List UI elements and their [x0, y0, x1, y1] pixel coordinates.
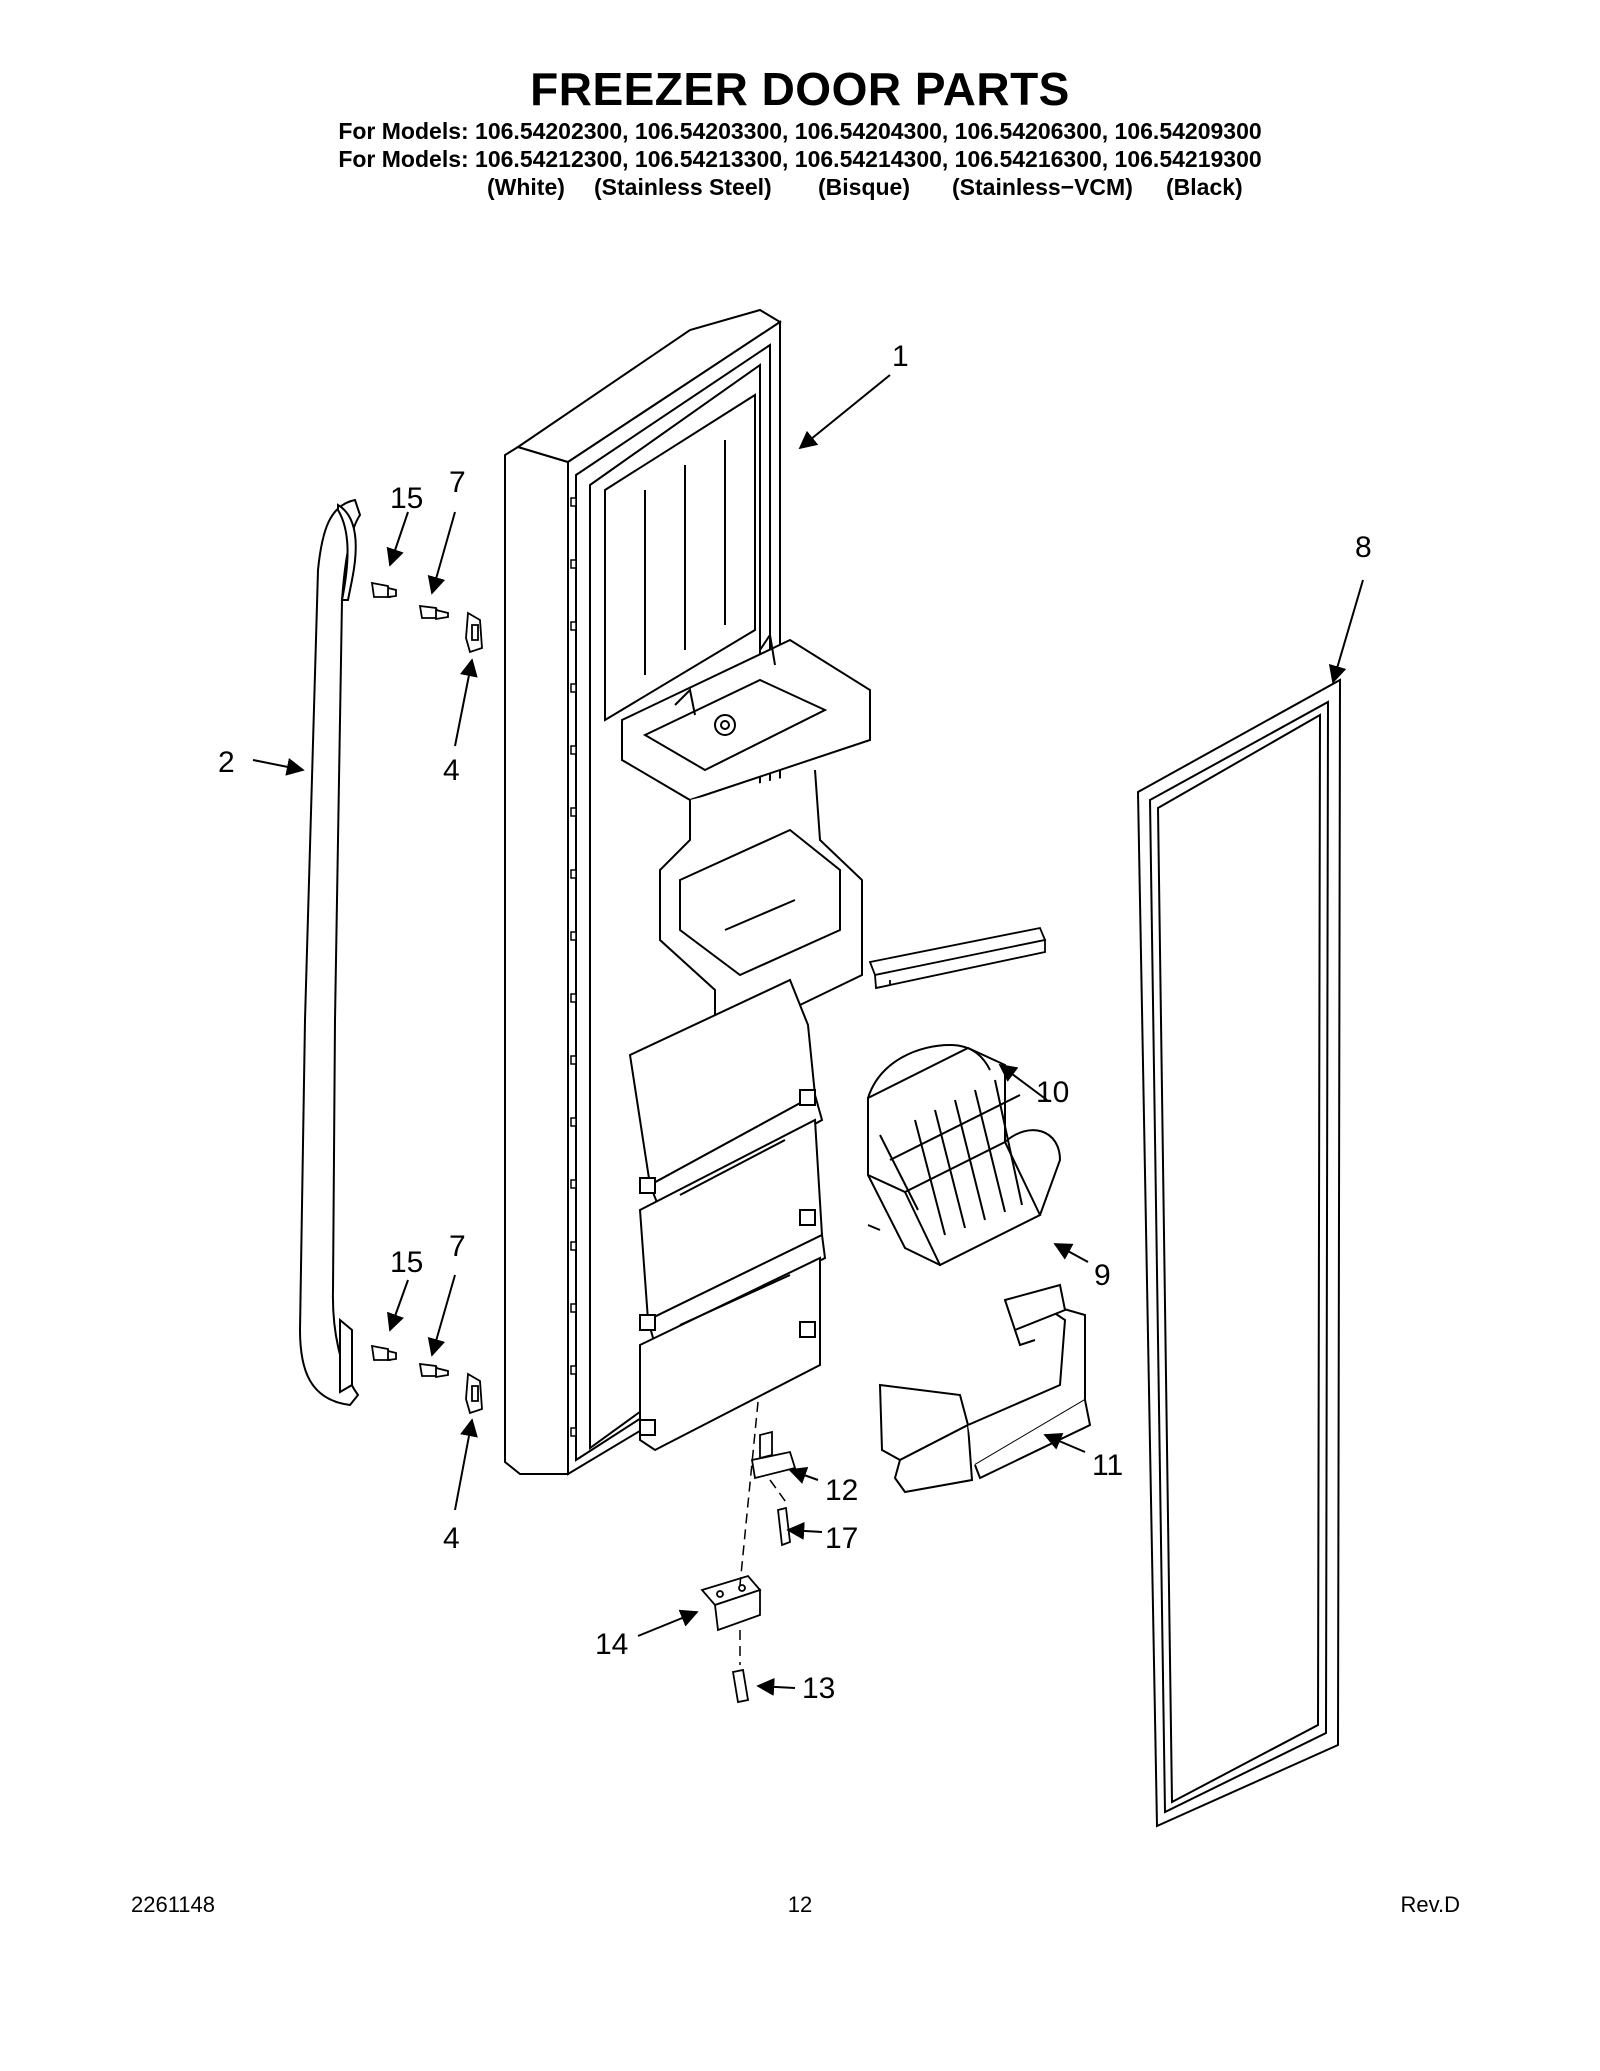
bin-support-part [878, 1283, 1092, 1494]
bin-track-part [868, 926, 1047, 990]
models-line-2: For Models: 106.54212300, 106.54213300, … [338, 146, 1262, 172]
wire-basket-part [867, 1043, 1062, 1267]
finish-stainless-steel: (Stainless Steel) [594, 174, 772, 200]
callout-4-top: 4 [443, 754, 460, 787]
callout-arrows [252, 374, 1364, 1696]
callout-10: 10 [1036, 1076, 1069, 1109]
handle-fastener-group-bottom [370, 1344, 483, 1415]
callout-15-top: 15 [390, 482, 423, 515]
revision-label: Rev.D [1400, 1892, 1461, 1917]
callout-11: 11 [1092, 1449, 1123, 1482]
page-title: FREEZER DOOR PARTS [530, 63, 1070, 115]
door-handle-part [298, 498, 362, 1407]
callout-13: 13 [802, 1672, 835, 1705]
hinge-dashed-lines [739, 1401, 789, 1665]
callout-7-top: 7 [449, 466, 466, 499]
callout-14: 14 [595, 1628, 628, 1661]
callout-4-bottom: 4 [443, 1522, 460, 1555]
callout-7-bottom: 7 [449, 1230, 466, 1263]
callout-2: 2 [218, 746, 235, 779]
finish-stainless-vcm: (Stainless−VCM) [952, 174, 1133, 200]
document-number: 2261148 [131, 1892, 216, 1917]
finish-white: (White) [487, 174, 565, 200]
callout-12: 12 [825, 1474, 858, 1507]
callout-9: 9 [1094, 1259, 1111, 1292]
callout-1: 1 [892, 340, 909, 373]
page-number: 12 [787, 1892, 813, 1917]
hinge-assembly [700, 1430, 797, 1704]
callout-8: 8 [1355, 531, 1372, 564]
callout-15-bottom: 15 [390, 1246, 423, 1279]
models-line-1: For Models: 106.54202300, 106.54203300, … [338, 118, 1262, 144]
door-gasket-part [1136, 678, 1342, 1828]
finish-bisque: (Bisque) [818, 174, 910, 200]
finish-black: (Black) [1166, 174, 1243, 200]
handle-fastener-group-top [370, 581, 483, 654]
freezer-door-part [504, 308, 871, 1476]
callout-17: 17 [825, 1522, 858, 1555]
